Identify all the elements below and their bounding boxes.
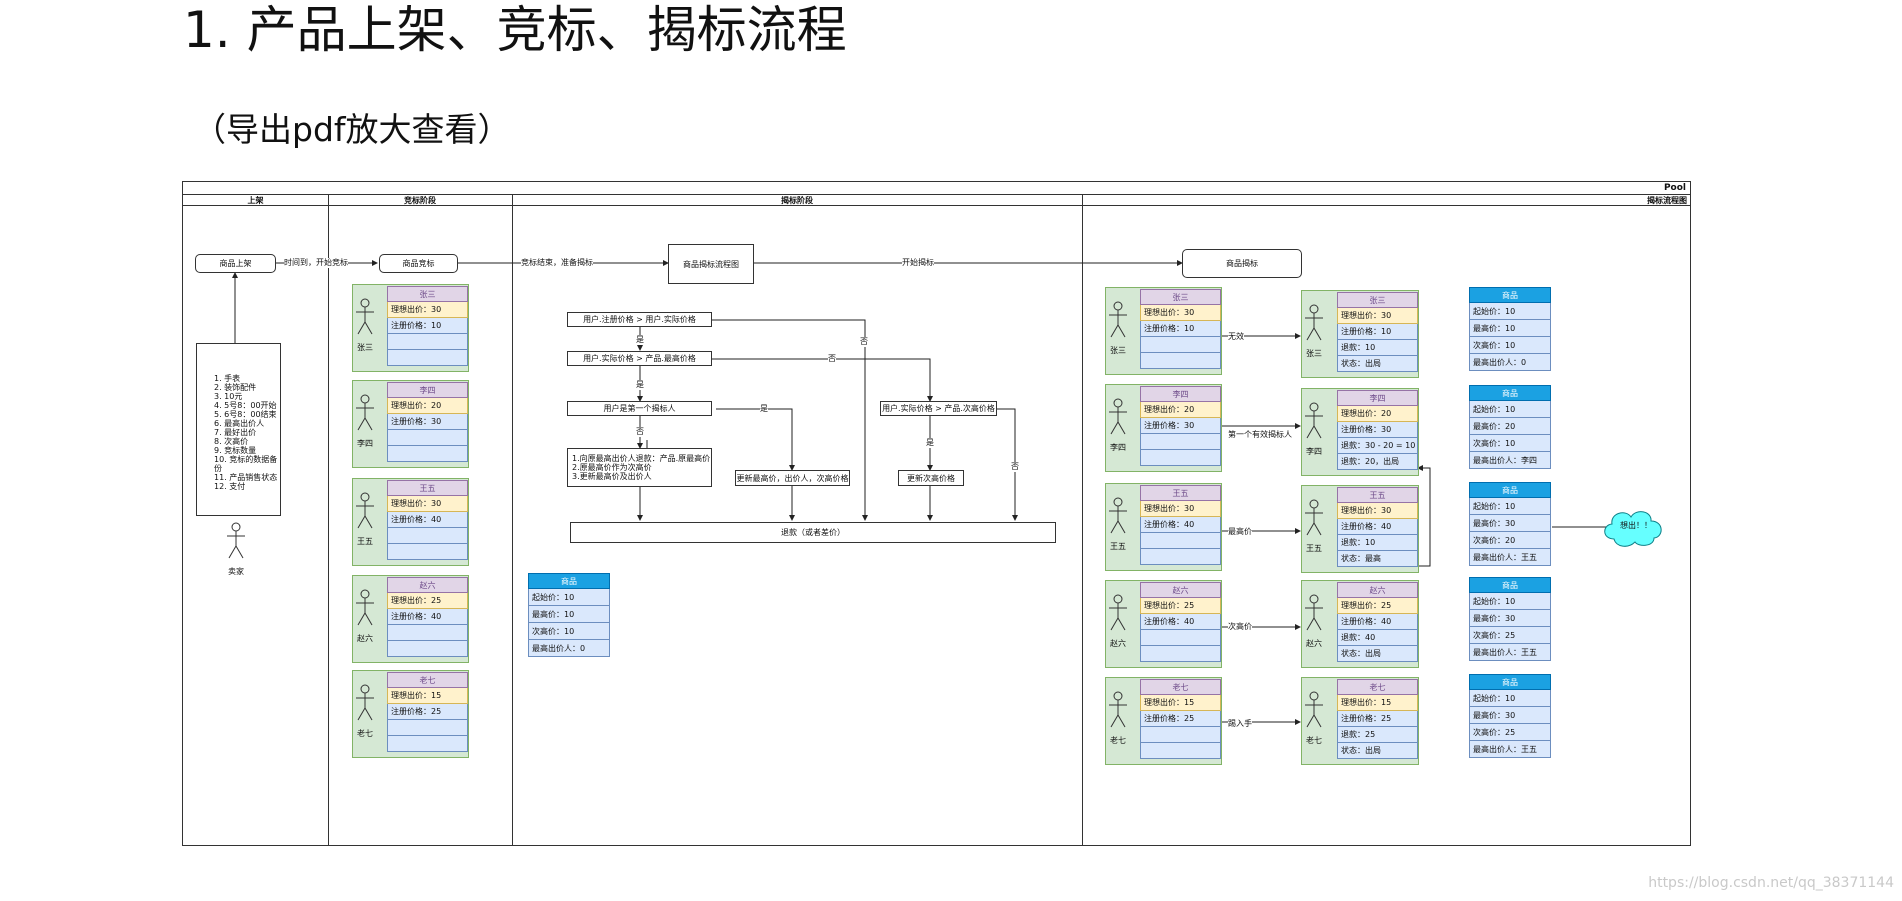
person-icon xyxy=(1109,691,1127,728)
reveal-edge-label: 次高价 xyxy=(1228,622,1252,632)
watermark: https://blog.csdn.net/qq_38371144 xyxy=(1648,875,1894,891)
lane-header-listing: 上架 xyxy=(183,194,328,206)
swimlane-pool: Pool 上架 竞标阶段 揭标阶段 揭标流程图 xyxy=(182,181,1691,846)
reveal-bidder-name: 赵六 xyxy=(1110,639,1126,648)
page-subtitle: （导出pdf放大查看） xyxy=(193,110,511,149)
no-label: 否 xyxy=(636,427,644,437)
person-icon xyxy=(1109,301,1127,338)
listing-node: 商品上架 xyxy=(195,254,276,273)
page-title: 1. 产品上架、竞标、揭标流程 xyxy=(183,1,847,59)
cloud-label: 想出！！ xyxy=(1620,521,1652,530)
seller-actor-icon xyxy=(227,522,245,559)
result-bidder-name: 王五 xyxy=(1306,544,1322,553)
reveal-chart-node: 商品揭标流程图 xyxy=(668,244,754,284)
lane-header-reveal: 揭标阶段 xyxy=(512,194,1082,206)
bidder-name: 王五 xyxy=(357,537,373,546)
decision-first-revealer: 用户是第一个揭标人 xyxy=(567,401,712,416)
person-icon xyxy=(1305,402,1323,439)
reveal-edge-label: 踢入手 xyxy=(1228,719,1252,729)
yes-label: 是 xyxy=(636,335,644,345)
person-icon xyxy=(1109,497,1127,534)
initial-product-card: 商品 起始价：10 最高价：10 次高价：10 最高出价人：0 xyxy=(528,573,610,657)
decision-actual-gt-max: 用户.实际价格 > 产品.最高价格 xyxy=(567,351,712,366)
bidder-name: 李四 xyxy=(357,439,373,448)
refund-node: 退款（或者差价） xyxy=(570,522,1056,543)
reveal-edge-label: 最高价 xyxy=(1228,527,1252,537)
lane-divider xyxy=(1082,194,1083,845)
seller-label: 卖家 xyxy=(228,567,244,576)
bidder-name: 老七 xyxy=(357,729,373,738)
lane-header-reveal-chart: 揭标流程图 xyxy=(1082,194,1690,206)
person-icon xyxy=(1305,691,1323,728)
edge-label-end: 竞标结束，准备揭标 xyxy=(521,258,593,268)
reveal-bidder-name: 张三 xyxy=(1110,346,1126,355)
process-update-max-bidder: 更新最高价，出价人，次高价格 xyxy=(735,470,850,486)
pool-title: Pool xyxy=(1663,183,1686,193)
reveal-bidder-name: 王五 xyxy=(1110,542,1126,551)
yes-label: 是 xyxy=(760,404,768,414)
bidder-name: 赵六 xyxy=(357,634,373,643)
person-icon xyxy=(356,684,374,721)
person-icon xyxy=(356,394,374,431)
yes-label: 是 xyxy=(636,380,644,390)
person-icon xyxy=(1305,594,1323,631)
person-icon xyxy=(1305,304,1323,341)
person-icon xyxy=(1109,398,1127,435)
result-bidder-name: 赵六 xyxy=(1306,639,1322,648)
decision-register-gt-actual: 用户.注册价格 > 用户.实际价格 xyxy=(567,312,712,327)
result-bidder-name: 李四 xyxy=(1306,447,1322,456)
result-cloud xyxy=(1604,511,1662,547)
edge-label-start: 开始揭标 xyxy=(902,258,934,268)
lane-divider xyxy=(328,194,329,845)
person-icon xyxy=(356,589,374,626)
result-bidder-name: 张三 xyxy=(1306,349,1322,358)
person-icon xyxy=(1109,594,1127,631)
edge-label-time: 时间到，开始竞标 xyxy=(284,258,348,268)
bidding-node: 商品竞标 xyxy=(379,254,458,273)
lane-header-bidding: 竞标阶段 xyxy=(328,194,512,206)
person-icon xyxy=(356,492,374,529)
no-label: 否 xyxy=(828,354,836,364)
reveal-node: 商品揭标 xyxy=(1182,249,1302,278)
no-label: 否 xyxy=(1011,462,1019,472)
result-bidder-name: 老七 xyxy=(1306,736,1322,745)
decision-actual-gt-second: 用户.实际价格 > 产品.次高价格 xyxy=(880,401,997,416)
reveal-bidder-name: 李四 xyxy=(1110,443,1126,452)
reveal-edge-label: 第一个有效揭标人 xyxy=(1228,430,1292,440)
process-update-second: 更新次高价格 xyxy=(898,470,964,486)
bidder-name: 张三 xyxy=(357,343,373,352)
no-label: 否 xyxy=(860,337,868,347)
reveal-edge-label: 无效 xyxy=(1228,332,1244,342)
person-icon xyxy=(356,298,374,335)
lane-divider xyxy=(512,194,513,845)
person-icon xyxy=(1305,499,1323,536)
yes-label: 是 xyxy=(926,438,934,448)
reveal-bidder-name: 老七 xyxy=(1110,736,1126,745)
